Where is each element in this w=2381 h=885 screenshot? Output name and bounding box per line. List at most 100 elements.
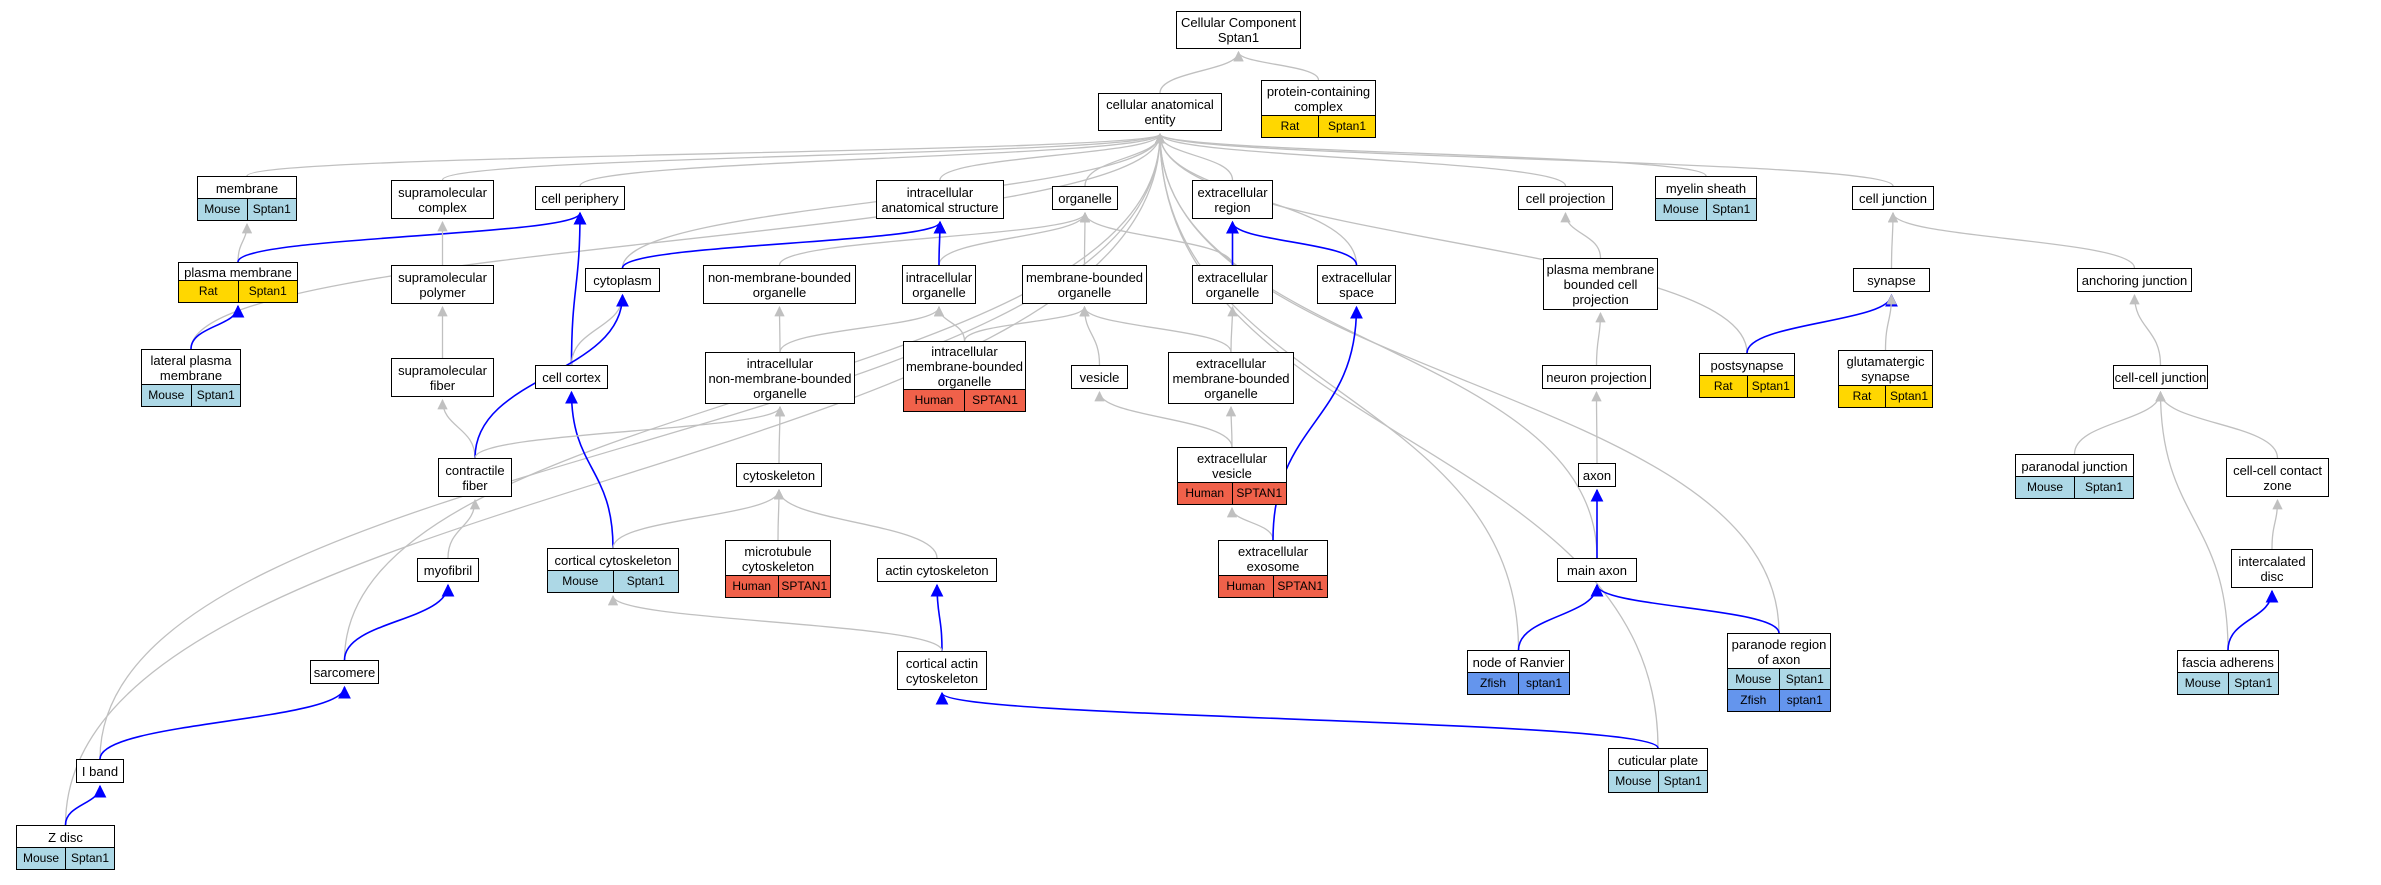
edge-glusyn-to-synapse bbox=[1884, 293, 1897, 351]
node-label-line: cellular anatomical bbox=[1106, 97, 1214, 112]
annotation-human: SPTAN1 bbox=[964, 390, 1025, 411]
edge-anchjunc-to-celljunc bbox=[1887, 211, 2136, 269]
node-label-line: membrane bbox=[215, 180, 279, 196]
edge-paranode-to-mainaxon bbox=[1590, 583, 1780, 634]
node-label: organelle bbox=[1053, 187, 1117, 209]
node-label-line: Cellular Component bbox=[1181, 15, 1296, 30]
annotation-mouse: Sptan1 bbox=[612, 571, 678, 592]
node-anchjunc: anchoring junction bbox=[2077, 268, 2192, 292]
node-label: paranodal junction bbox=[2016, 455, 2133, 477]
node-label: anchoring junction bbox=[2078, 269, 2191, 291]
node-label-line: paranodal junction bbox=[2021, 458, 2128, 474]
node-label: cell periphery bbox=[536, 187, 624, 209]
edge-actcyto-to-cytoskel bbox=[773, 488, 938, 559]
edge-lpm-to-cae bbox=[190, 132, 1166, 350]
node-label-line: organelle bbox=[753, 385, 807, 401]
edge-postsyn-to-cae bbox=[1154, 132, 1748, 354]
node-label-line: disc bbox=[2260, 568, 2284, 584]
node-label-line: complex bbox=[1294, 98, 1343, 114]
edge-lpm-to-pm bbox=[190, 304, 245, 350]
node-label-line: exosome bbox=[1246, 558, 1300, 574]
edge-cccz-to-ccjunc bbox=[2155, 390, 2279, 459]
node-label-line: region bbox=[1214, 199, 1251, 215]
node-label: Z disc bbox=[17, 826, 114, 848]
node-label-line: bounded cell bbox=[1563, 276, 1638, 292]
node-label: neuron projection bbox=[1543, 366, 1650, 388]
node-label: node of Ranvier bbox=[1468, 651, 1569, 673]
node-celljunc: cell junction bbox=[1852, 186, 1934, 210]
node-label-line: protein-containing bbox=[1266, 83, 1371, 99]
edge-icorg-to-icstruct bbox=[933, 220, 947, 266]
edge-ecorg-to-organelle bbox=[1079, 211, 1234, 266]
edge-ecmbo-to-mbo bbox=[1079, 305, 1232, 353]
edge-cuticular-to-cortactin bbox=[935, 691, 1659, 749]
edge-contrfiber-to-icnmbo bbox=[474, 405, 786, 459]
annotation-human: Human bbox=[904, 390, 964, 411]
edge-nmbo-to-organelle bbox=[778, 211, 1091, 266]
edge-sarcomere-to-myofibril bbox=[343, 583, 455, 661]
node-ccjunc: cell-cell junction bbox=[2113, 365, 2208, 389]
annotation-human: Human bbox=[1219, 576, 1273, 597]
edge-ecspace-to-ecregion bbox=[1226, 220, 1358, 266]
edge-cellcortex-to-cellper bbox=[570, 211, 587, 366]
node-organelle: organelle bbox=[1052, 186, 1118, 210]
node-label: cytoplasm bbox=[586, 269, 659, 291]
node-label-line: sarcomere bbox=[313, 664, 376, 680]
node-cytoskel: cytoskeleton bbox=[736, 463, 822, 487]
node-label-line: membrane-bounded bbox=[905, 358, 1024, 374]
node-label-line: membrane-bounded bbox=[1172, 370, 1290, 386]
node-label-line: non-membrane-bounded bbox=[708, 370, 852, 386]
edge-cuticular-to-cae bbox=[1154, 132, 1659, 749]
node-label: sarcomere bbox=[311, 661, 378, 683]
node-label-line: Z disc bbox=[48, 829, 83, 845]
node-label-line: membrane bbox=[159, 367, 223, 383]
node-label-line: organelle bbox=[1205, 284, 1260, 300]
node-mainaxon: main axon bbox=[1557, 558, 1637, 582]
annotation-zfish: Zfish bbox=[1468, 673, 1518, 694]
annotation-zfish: sptan1 bbox=[1518, 673, 1569, 694]
node-label: myofibril bbox=[418, 559, 478, 581]
edge-pmbcp-to-cellproj bbox=[1560, 211, 1602, 259]
node-label-line: myofibril bbox=[423, 562, 473, 578]
node-label-line: cell junction bbox=[1859, 190, 1927, 206]
edge-ecves-to-vesicle bbox=[1094, 390, 1233, 448]
annotation-mouse: Mouse bbox=[548, 571, 613, 592]
node-label: synapse bbox=[1854, 269, 1929, 291]
node-label-line: projection bbox=[1572, 291, 1629, 307]
node-label: plasma membrane bbox=[179, 263, 297, 281]
node-label-line: extracellular bbox=[1197, 184, 1268, 200]
node-label: cortical cytoskeleton bbox=[548, 549, 678, 571]
edge-fascia-to-ccjunc bbox=[2155, 390, 2229, 651]
annotation-rat: Rat bbox=[1262, 116, 1318, 137]
annotation-mouse: Sptan1 bbox=[1778, 669, 1830, 690]
node-label-line: extracellular bbox=[1195, 355, 1267, 371]
edge-pcc-to-root bbox=[1233, 50, 1320, 81]
